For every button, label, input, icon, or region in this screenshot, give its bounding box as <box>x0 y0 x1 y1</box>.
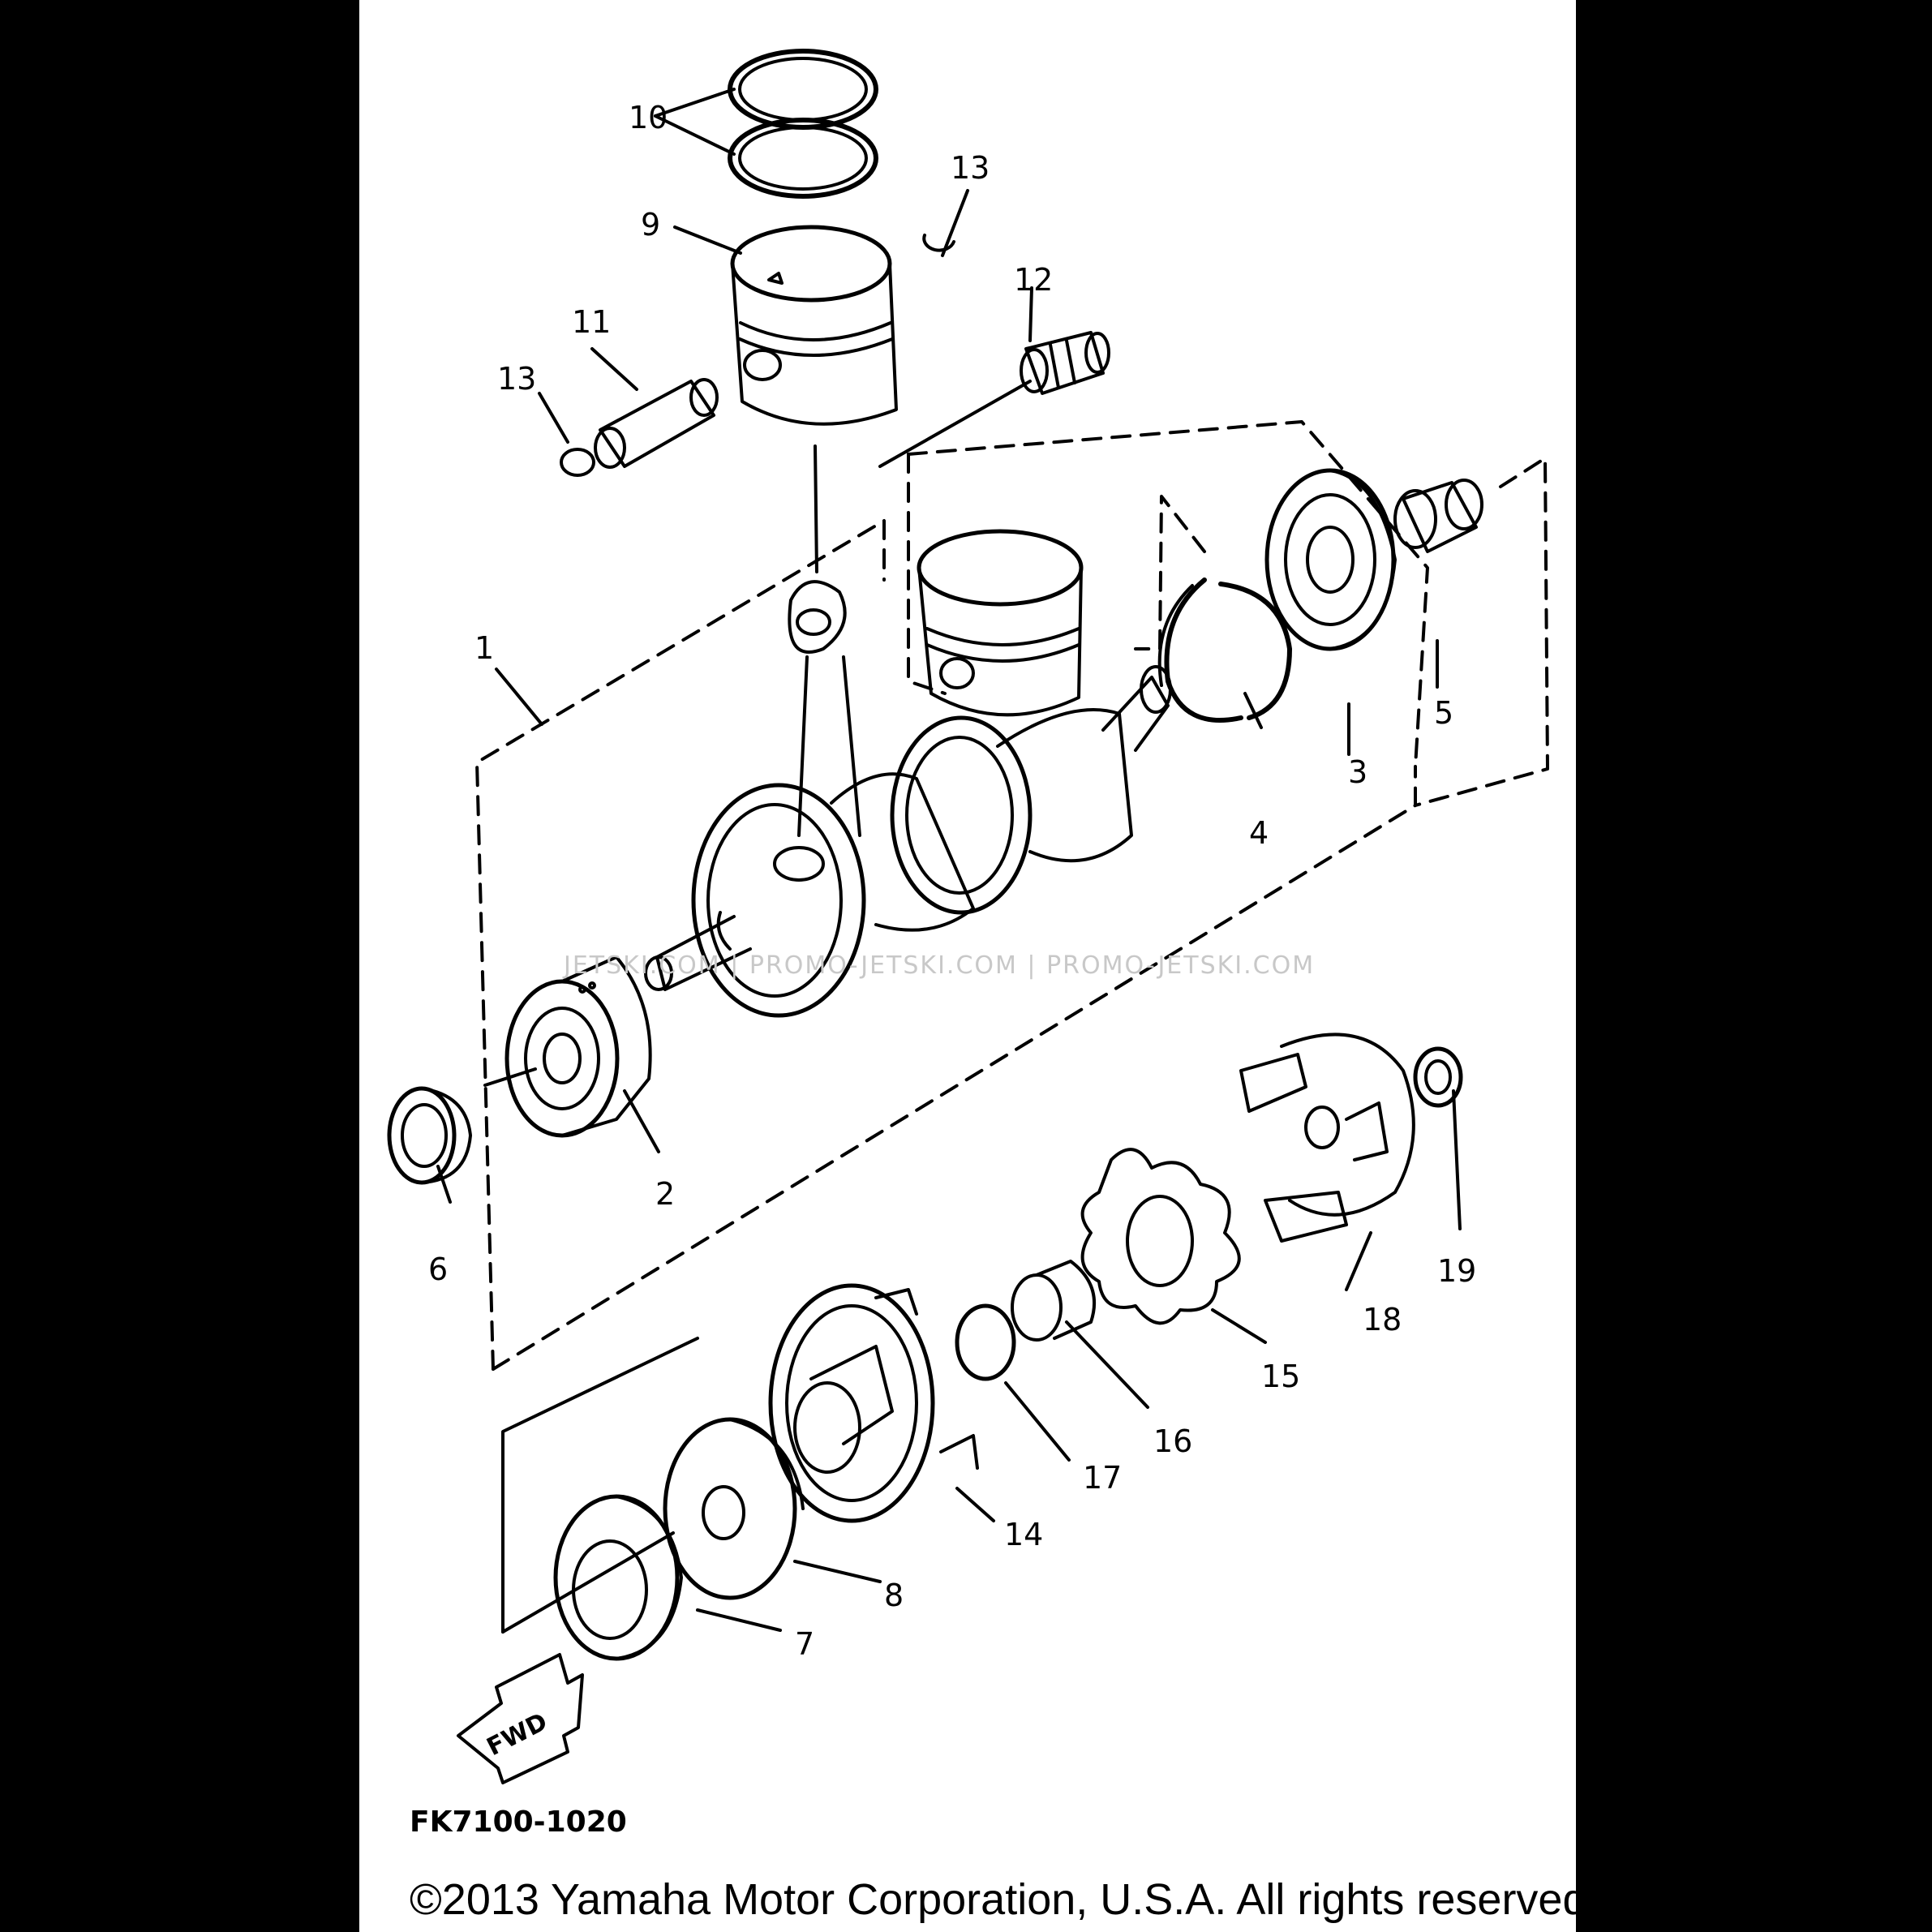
copyright-notice: ©2013 Yamaha Motor Corporation, U.S.A. A… <box>410 1875 1599 1924</box>
washer-19 <box>1413 1046 1463 1108</box>
callout-8: 8 <box>884 1578 904 1613</box>
callout-12: 12 <box>1014 262 1053 298</box>
oil-seal-7 <box>553 1494 683 1661</box>
callout-9: 9 <box>641 207 660 243</box>
callout-10: 10 <box>629 100 668 135</box>
oil-seal-right <box>1393 479 1483 553</box>
piston-pin <box>594 378 719 469</box>
circlips <box>560 234 955 477</box>
circlip-ring <box>1157 577 1292 723</box>
callout-7: 7 <box>795 1626 814 1662</box>
piston-upper <box>730 225 898 426</box>
o-ring-17 <box>955 1303 1016 1381</box>
damper-15 <box>1080 1148 1241 1325</box>
coupling-18 <box>1239 1033 1415 1243</box>
watermark-text: JETSKI.COM | PROMO-JETSKI.COM | PROMO-JE… <box>562 951 1315 980</box>
callout-14: 14 <box>1004 1517 1043 1552</box>
callout-15: 15 <box>1261 1359 1300 1394</box>
callout-11: 11 <box>572 304 611 340</box>
forward-arrow <box>457 1653 584 1784</box>
callout-13-lower: 13 <box>497 361 536 397</box>
bearing-right <box>1264 468 1397 651</box>
callout-1: 1 <box>474 630 494 666</box>
needle-bearing <box>1020 331 1110 395</box>
callout-16: 16 <box>1153 1423 1192 1459</box>
piston-rings <box>728 49 878 199</box>
oil-seal-left <box>387 1086 472 1185</box>
callout-19: 19 <box>1437 1253 1476 1289</box>
callout-4: 4 <box>1249 815 1269 851</box>
callout-labels: 10 9 13 12 11 13 1 4 3 5 2 6 19 18 15 16… <box>428 100 1476 1662</box>
callout-17: 17 <box>1083 1460 1122 1496</box>
coupling-hub-14 <box>768 1283 979 1523</box>
leader-lines <box>436 88 1462 1634</box>
callout-3: 3 <box>1348 754 1367 790</box>
washer-8 <box>663 1417 805 1600</box>
callout-18: 18 <box>1363 1302 1402 1337</box>
callout-2: 2 <box>655 1176 675 1212</box>
collar-16 <box>1011 1260 1097 1342</box>
callout-5: 5 <box>1434 695 1453 731</box>
callout-6: 6 <box>428 1252 448 1287</box>
crankshaft-assembly-outline <box>475 420 1549 1371</box>
callout-13-upper: 13 <box>951 150 990 186</box>
bearing-left <box>504 955 652 1138</box>
drawing-code: FK7100-1020 <box>410 1805 627 1839</box>
crankshaft <box>644 529 1172 1018</box>
